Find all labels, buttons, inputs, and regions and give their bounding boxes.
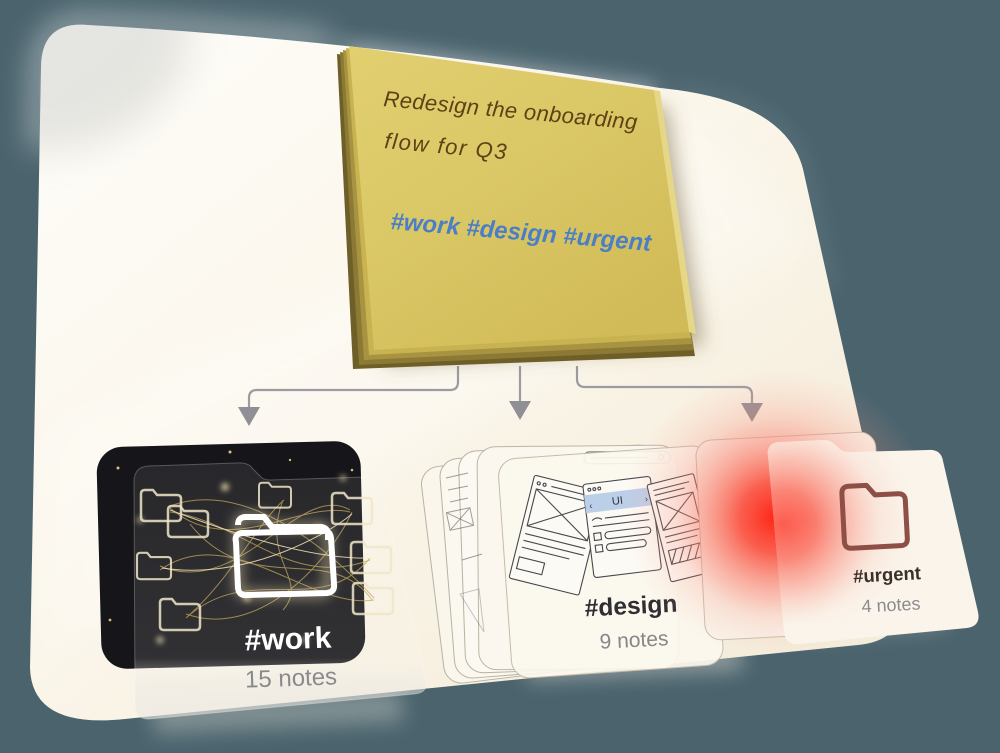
svg-text:9 notes: 9 notes [599, 627, 669, 654]
svg-text:UI: UI [611, 495, 623, 508]
svg-text:#urgent: #urgent [853, 562, 922, 587]
svg-text:#work: #work [244, 621, 332, 657]
svg-text:4 notes: 4 notes [861, 593, 921, 616]
svg-text:15 notes: 15 notes [245, 663, 338, 693]
svg-text:‹: ‹ [589, 501, 593, 511]
